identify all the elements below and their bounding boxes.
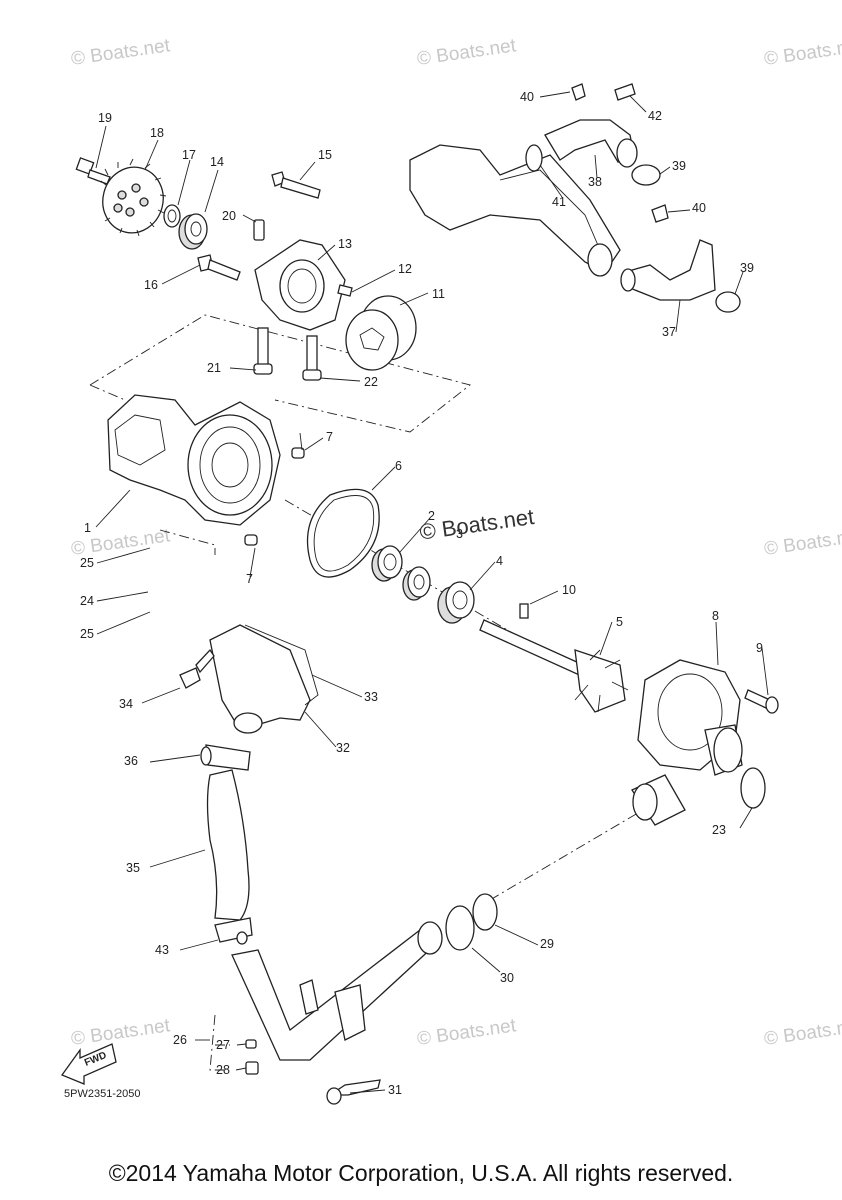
callout-13: 13 (338, 237, 352, 251)
thermostat-assembly-38 (409, 83, 661, 277)
watermark: © Boats.net (763, 35, 842, 70)
hose-35 (200, 744, 253, 945)
outlet-cover-32 (179, 624, 319, 734)
callout-7b: 7 (246, 572, 253, 586)
callout-3: 3 (456, 527, 463, 541)
callout-10: 10 (562, 583, 576, 597)
callout-8: 8 (712, 609, 719, 623)
sprocket-18 (100, 158, 167, 237)
callout-43: 43 (155, 943, 169, 957)
leader-lines (95, 91, 769, 1094)
callout-23: 23 (712, 823, 726, 837)
callout-18: 18 (150, 126, 164, 140)
callout-31: 31 (388, 1083, 402, 1097)
washer-17 (163, 204, 181, 228)
hose-37 (620, 204, 741, 313)
bearing-14 (178, 213, 208, 250)
callout-11: 11 (432, 287, 445, 301)
callout-17: 17 (182, 148, 196, 162)
callout-25b: 25 (80, 627, 94, 641)
callout-25a: 25 (80, 556, 94, 570)
bearings-2-3-4 (371, 545, 475, 624)
callout-34: 34 (119, 697, 133, 711)
callout-37: 37 (662, 325, 676, 339)
watermark: © Boats.net (416, 1015, 518, 1050)
copyright-notice: ©2014 Yamaha Motor Corporation, U.S.A. A… (108, 1160, 734, 1186)
o-ring-6 (306, 488, 380, 578)
callout-39b: 39 (740, 261, 754, 275)
callout-33: 33 (364, 690, 378, 704)
watermark: © Boats.net (70, 1015, 172, 1050)
callout-2: 2 (428, 509, 435, 523)
callout-14: 14 (210, 155, 224, 169)
callout-5: 5 (616, 615, 623, 629)
callout-15: 15 (318, 148, 332, 162)
watermark: © Boats.net (763, 1015, 842, 1050)
bolt-19 (75, 157, 111, 185)
callout-35: 35 (126, 861, 140, 875)
callout-1: 1 (84, 521, 91, 535)
callout-29: 29 (540, 937, 554, 951)
callout-30: 30 (500, 971, 514, 985)
watermark: © Boats.net (416, 35, 518, 70)
fwd-arrow: FWD (60, 1043, 117, 1085)
callout-20: 20 (222, 209, 236, 223)
pipe-26 (231, 893, 498, 1105)
drive-gear-group (75, 157, 208, 250)
callout-21: 21 (207, 361, 221, 375)
callout-24: 24 (80, 594, 94, 608)
pump-housing-1 (107, 394, 305, 546)
shaft-5 (479, 603, 629, 713)
callout-28: 28 (216, 1063, 230, 1077)
callout-40b: 40 (692, 201, 706, 215)
callout-40a: 40 (520, 90, 534, 104)
callout-16: 16 (144, 278, 158, 292)
callout-42: 42 (648, 109, 662, 123)
callout-22: 22 (364, 375, 378, 389)
callout-19: 19 (98, 111, 112, 125)
callout-7a: 7 (326, 430, 333, 444)
callout-4: 4 (496, 554, 503, 568)
callout-32: 32 (336, 741, 350, 755)
housing-13-group (197, 171, 353, 381)
diagram-code: 5PW2351-2050 (64, 1088, 141, 1100)
cover-8 (631, 659, 779, 826)
callout-12: 12 (398, 262, 412, 276)
rotor-11 (345, 295, 417, 371)
watermark: © Boats.net (70, 35, 172, 70)
callout-41: 41 (552, 195, 566, 209)
callout-6: 6 (395, 459, 402, 473)
watermark: © Boats.net (763, 525, 842, 560)
callout-39a: 39 (672, 159, 686, 173)
callout-9: 9 (756, 641, 763, 655)
callout-27: 27 (216, 1038, 230, 1052)
callout-26: 26 (173, 1033, 187, 1047)
callout-38: 38 (588, 175, 602, 189)
callout-36: 36 (124, 754, 138, 768)
watermarks: © Boats.net © Boats.net © Boats.net © Bo… (70, 35, 842, 1050)
callout-labels: 19 18 17 14 15 20 13 12 16 11 21 22 7 6 … (80, 90, 763, 1097)
